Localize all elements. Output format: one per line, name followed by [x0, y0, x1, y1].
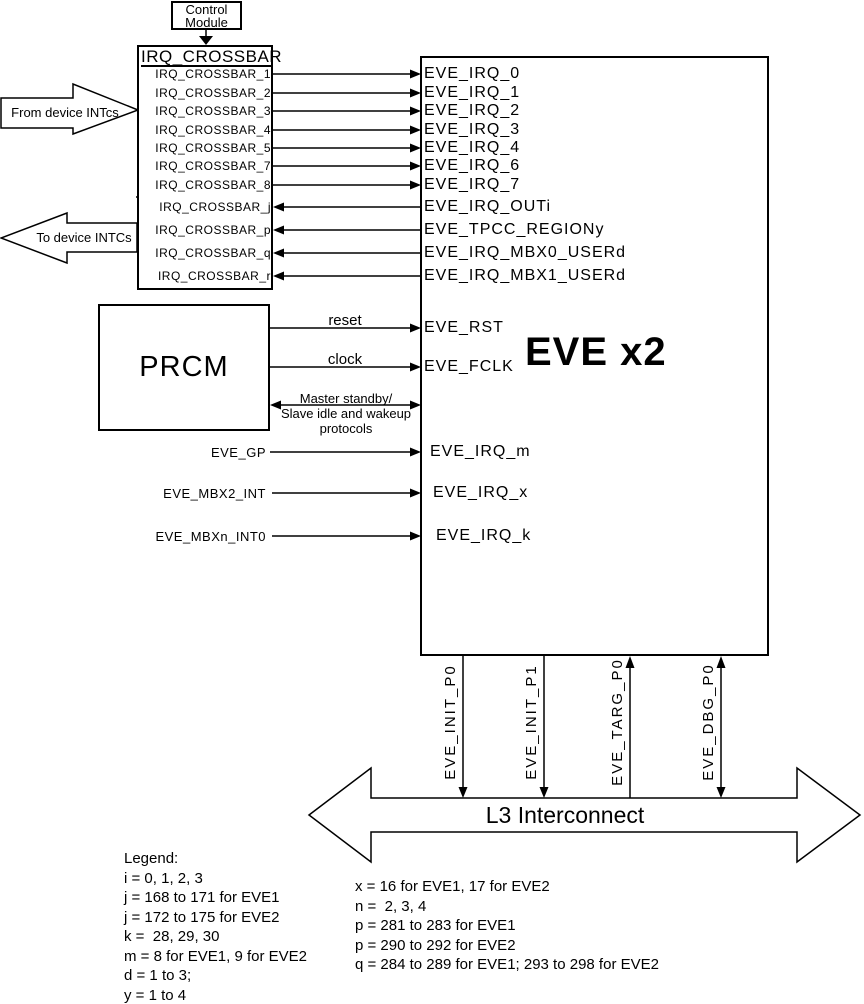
crossbar-input-label: IRQ_CROSSBAR_r: [157, 269, 271, 283]
eve-irq-m-label: EVE_IRQ_m: [430, 443, 531, 460]
crossbar-output-label: IRQ_CROSSBAR_5: [155, 141, 271, 155]
eve-irq-x-label: EVE_IRQ_x: [433, 484, 529, 501]
crossbar-output-label: IRQ_CROSSBAR_4: [155, 123, 271, 137]
legend-right-column: x = 16 for EVE1, 17 for EVE2 n = 2, 3, 4…: [355, 877, 659, 975]
irq-crossbar-box: IRQ_CROSSBAR IRQ_CROSSBAR_1 IRQ_CROSSBAR…: [137, 45, 283, 290]
eve-irq-k-label: EVE_IRQ_k: [436, 527, 532, 544]
eve-init-p1-label: EVE_INIT_P1: [523, 664, 540, 780]
crossbar-output-label: IRQ_CROSSBAR_7: [155, 159, 271, 173]
eve-fclk-label: EVE_FCLK: [424, 358, 514, 375]
crossbar-output-label: IRQ_CROSSBAR_2: [155, 86, 271, 100]
legend-item: p = 290 to 292 for EVE2: [355, 936, 516, 954]
reset-label: reset: [328, 312, 362, 329]
eve-mbxn-int0-label: EVE_MBXn_INT0: [155, 529, 266, 544]
prcm-box: PRCM: [98, 304, 270, 431]
clock-label: clock: [327, 351, 363, 368]
control-module-label-line1: Control: [185, 2, 228, 17]
legend-item: j = 172 to 175 for EVE2: [124, 908, 280, 926]
from-device-label: From device INTcs: [11, 105, 119, 120]
eve-irq-label: EVE_IRQ_6: [424, 157, 521, 174]
legend-item: q = 284 to 289 for EVE1; 293 to 298 for …: [355, 956, 659, 973]
to-device-label: To device INTCs: [36, 230, 132, 245]
crossbar-output-label: IRQ_CROSSBAR_3: [155, 104, 271, 118]
crossbar-input-label: IRQ_CROSSBAR_p: [155, 223, 271, 237]
legend-item: i = 0, 1, 2, 3: [124, 869, 203, 887]
legend-item: p = 281 to 283 for EVE1: [355, 917, 516, 934]
eve-irq-label: EVE_IRQ_1: [424, 84, 521, 101]
eve-irq-label: EVE_IRQ_2: [424, 102, 521, 119]
standby-label-line3: protocols: [319, 421, 373, 436]
eve-irq-label: EVE_IRQ_7: [424, 176, 521, 193]
legend-item: y = 1 to 4: [124, 986, 187, 1004]
legend-item: n = 2, 3, 4: [355, 897, 427, 915]
from-device-block-arrow: [0, 82, 141, 136]
l3-interconnect-label: L3 Interconnect: [485, 802, 645, 828]
arrowheads: [199, 36, 726, 798]
eve-mbx2-int-label: EVE_MBX2_INT: [163, 486, 266, 501]
crossbar-input-label: IRQ_CROSSBAR_q: [155, 246, 271, 260]
eve-irq-label: EVE_IRQ_0: [424, 65, 521, 82]
legend-item: j = 168 to 171 for EVE1: [124, 889, 280, 906]
eve-output-label: EVE_TPCC_REGIONy: [424, 221, 605, 238]
l3-interconnect-block-arrow: [307, 766, 862, 864]
crossbar-output-label: IRQ_CROSSBAR_8: [155, 178, 271, 192]
control-module-box: Control Module: [171, 1, 242, 30]
eve-targ-p0-label: EVE_TARG_P0: [609, 658, 626, 786]
eve-irq-label: EVE_IRQ_3: [424, 121, 521, 138]
eve-rst-label: EVE_RST: [424, 319, 504, 336]
legend-title: Legend:: [124, 850, 179, 867]
legend-item: x = 16 for EVE1, 17 for EVE2: [355, 878, 550, 895]
eve-box: [420, 56, 769, 656]
eve-dbg-p0-label: EVE_DBG_P0: [700, 663, 717, 781]
irq-crossbar-title: IRQ_CROSSBAR: [141, 47, 283, 67]
legend-item: d = 1 to 3;: [124, 967, 192, 984]
eve-irq-label: EVE_IRQ_4: [424, 139, 521, 156]
to-device-block-arrow: [0, 211, 138, 265]
eve-output-label: EVE_IRQ_MBX0_USERd: [424, 244, 627, 261]
legend-left-column: Legend: i = 0, 1, 2, 3 j = 168 to 171 fo…: [124, 849, 307, 1004]
control-module-label-line2: Module: [185, 14, 228, 30]
crossbar-input-label: IRQ_CROSSBAR_j: [159, 200, 271, 214]
legend-item: m = 8 for EVE1, 9 for EVE2: [124, 947, 308, 965]
eve-output-label: EVE_IRQ_MBX1_USERd: [424, 267, 627, 284]
standby-label-line1: Master standby/: [299, 391, 393, 406]
prcm-label: PRCM: [139, 351, 229, 383]
eve-output-label: EVE_IRQ_OUTi: [424, 198, 551, 215]
standby-label-line2: Slave idle and wakeup: [280, 406, 412, 421]
eve-init-p0-label: EVE_INIT_P0: [442, 664, 459, 780]
crossbar-output-label: IRQ_CROSSBAR_1: [155, 67, 271, 81]
legend-item: k = 28, 29, 30: [124, 928, 220, 945]
eve-title: EVE x2: [525, 330, 667, 374]
eve-gp-label: EVE_GP: [210, 445, 266, 460]
